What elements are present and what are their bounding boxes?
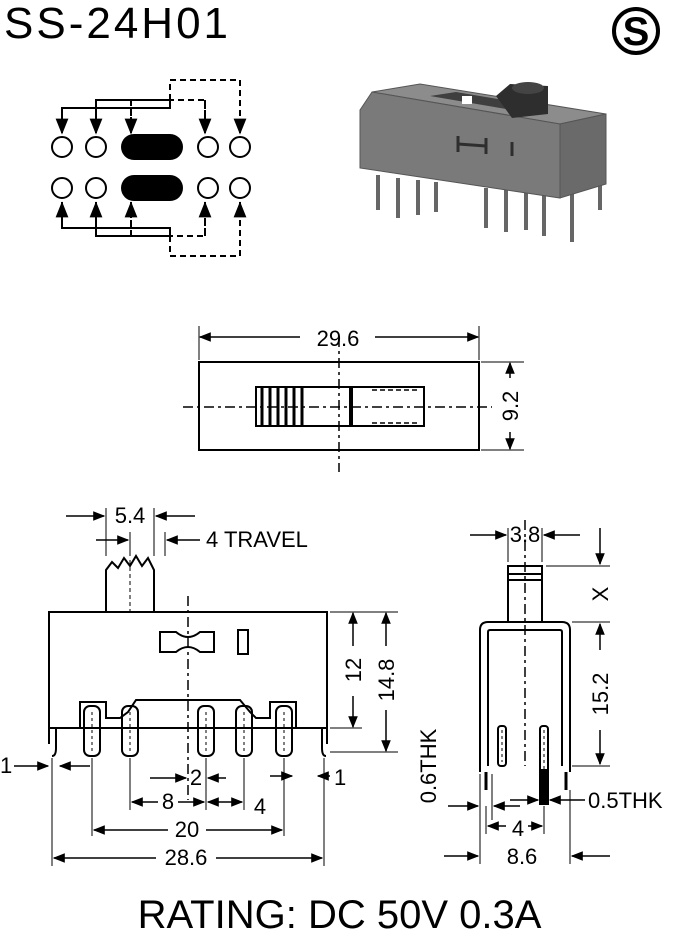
dim-pitch-2: 2 [190, 765, 202, 790]
circuit-schematic [51, 79, 251, 257]
brand-logo: S [612, 7, 660, 55]
product-illustration [359, 82, 607, 242]
dim-span-20: 20 [175, 817, 199, 842]
dim-pitch-4: 4 [254, 794, 266, 819]
dim-pitch-8: 8 [162, 789, 174, 814]
top-view [183, 326, 524, 472]
dim-pin-thickness-right: 1 [334, 765, 346, 790]
dim-side-x: X [588, 586, 613, 601]
part-number-title: SS-24H01 [4, 0, 232, 48]
dim-side-pin-thk: 0.5THK [588, 788, 663, 813]
dim-side-frame-thk: 0.6THK [416, 728, 441, 803]
dim-side-width: 8.6 [507, 844, 538, 869]
front-view [14, 508, 398, 866]
dim-top-length: 29.6 [317, 326, 360, 351]
dim-travel: 4 TRAVEL [206, 527, 308, 552]
dim-span-28-6: 28.6 [165, 845, 208, 870]
dim-actuator-width: 5.4 [115, 503, 146, 528]
dim-top-width: 9.2 [498, 391, 523, 422]
dim-pin-thickness-left: 1 [0, 753, 12, 778]
dim-total-height: 14.8 [374, 659, 399, 702]
side-view [444, 520, 610, 864]
dim-side-height: 15.2 [588, 673, 613, 716]
dim-side-actuator-width: 3.8 [510, 522, 541, 547]
dim-body-height: 12 [341, 658, 366, 682]
rating-label: RATING: DC 50V 0.3A [137, 893, 542, 937]
dim-side-pin-spacing: 4 [512, 816, 524, 841]
logo-letter: S [623, 10, 650, 54]
